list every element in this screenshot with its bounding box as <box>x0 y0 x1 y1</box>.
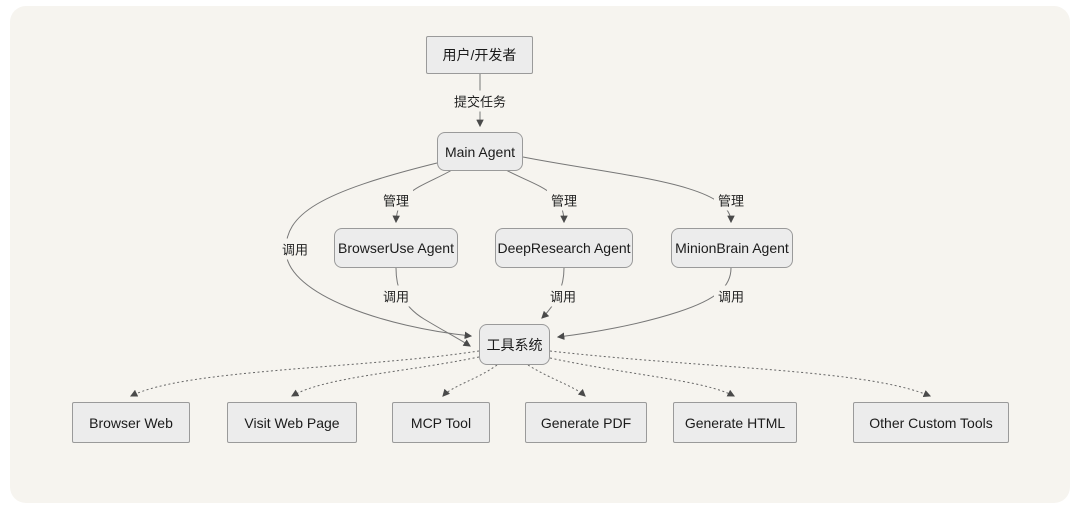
node-deepresearch-agent: DeepResearch Agent <box>495 228 633 268</box>
node-user-developer: 用户/开发者 <box>426 36 533 74</box>
edge-minionbrain-to-toolsystem <box>556 267 732 340</box>
edge-toolsystem-to-othertools <box>549 350 932 397</box>
edge-toolsystem-to-generatepdf <box>527 364 586 397</box>
edge-toolsystem-to-mcptool <box>442 364 498 397</box>
edge-label-call-deepresearch: 调用 <box>545 285 581 307</box>
edge-label-manage-minionbrain: 管理 <box>713 189 749 211</box>
node-generate-pdf: Generate PDF <box>525 402 647 443</box>
node-minionbrain-agent: MinionBrain Agent <box>671 228 793 268</box>
edge-toolsystem-to-generatehtml <box>549 357 736 397</box>
node-main-agent: Main Agent <box>437 132 523 171</box>
node-generate-html: Generate HTML <box>673 402 797 443</box>
edge-label-call-minionbrain: 调用 <box>713 285 749 307</box>
node-browseruse-agent: BrowserUse Agent <box>334 228 458 268</box>
node-tool-system: 工具系统 <box>479 324 550 365</box>
edge-label-submit-task: 提交任务 <box>449 90 511 112</box>
node-other-custom-tools: Other Custom Tools <box>853 402 1009 443</box>
node-browser-web: Browser Web <box>72 402 190 443</box>
edge-label-call-main: 调用 <box>277 238 313 260</box>
node-visit-web-page: Visit Web Page <box>227 402 357 443</box>
edge-main-to-browseruse <box>392 169 453 224</box>
edge-label-manage-deepresearch: 管理 <box>546 189 582 211</box>
edge-main-to-deepresearch <box>505 169 568 224</box>
edge-label-manage-browseruse: 管理 <box>378 189 414 211</box>
edge-toolsystem-to-browserweb <box>129 350 480 397</box>
edge-label-call-browseruse: 调用 <box>378 285 414 307</box>
edge-browseruse-to-toolsystem <box>395 267 471 347</box>
node-mcp-tool: MCP Tool <box>392 402 490 443</box>
edge-toolsystem-to-visitwebpage <box>291 356 480 397</box>
